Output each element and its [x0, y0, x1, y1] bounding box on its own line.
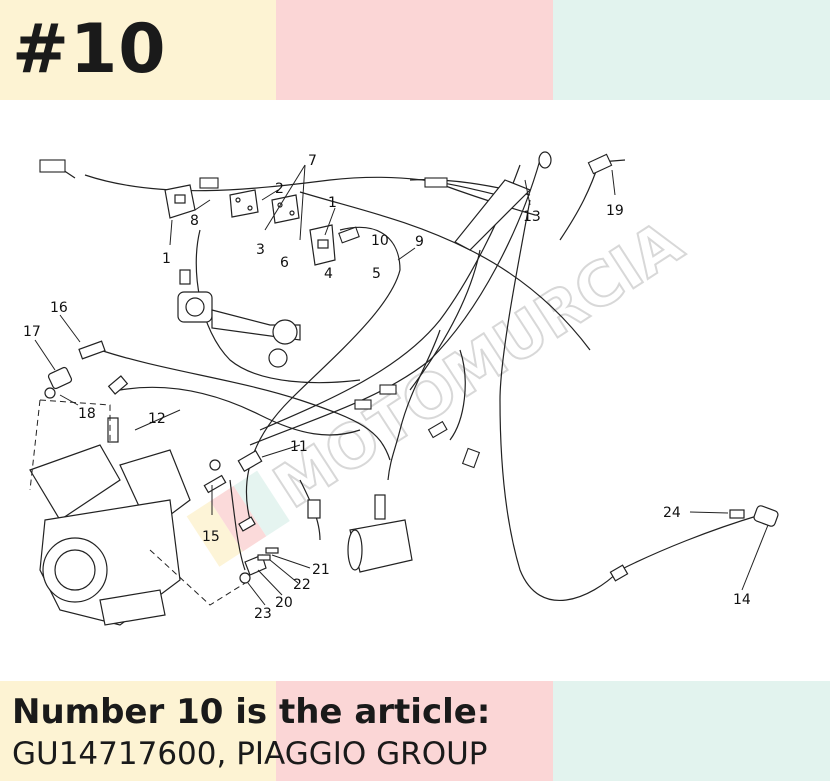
connectors: [39, 153, 613, 469]
ignition-canister: [347, 494, 413, 573]
callout-labels: 7 2 8 1 3 6 1 10 4 5 9 13 19 16 17 18 12…: [23, 153, 751, 622]
callout-4: 4: [324, 266, 333, 282]
footer-color-band: [0, 681, 830, 781]
callout-1a: 1: [162, 251, 171, 267]
harness-sleeve: [454, 151, 552, 251]
wiring-harness: [39, 159, 761, 601]
watermark: MOTOMURCIA: [186, 206, 696, 567]
part-number-title: #10: [12, 10, 167, 89]
caption-article-code: GU14717600, PIAGGIO GROUP: [12, 736, 488, 772]
callout-23: 23: [254, 606, 272, 622]
callout-19: 19: [606, 203, 624, 219]
callout-13: 13: [523, 209, 541, 225]
clamp-hardware: [239, 547, 279, 584]
article-caption: Number 10 is the article: GU14717600, PI…: [12, 690, 490, 774]
callout-11: 11: [290, 439, 308, 455]
callout-17: 17: [23, 324, 41, 340]
ignition-coil-right: [309, 224, 336, 266]
callout-3: 3: [256, 242, 265, 258]
callout-16: 16: [50, 300, 68, 316]
callout-14: 14: [733, 592, 751, 608]
callout-10: 10: [371, 233, 389, 249]
callout-12: 12: [148, 411, 166, 427]
engine-block: [29, 444, 191, 626]
callout-leaders: [34, 164, 769, 606]
caption-heading: Number 10 is the article:: [12, 692, 491, 732]
callout-9: 9: [415, 234, 424, 250]
header-color-band: [0, 0, 830, 100]
callout-5: 5: [372, 266, 381, 282]
callout-8: 8: [190, 213, 199, 229]
callout-6: 6: [280, 255, 289, 271]
mounting-plates: [229, 189, 300, 224]
sensor-assembly-left: [44, 340, 119, 443]
callout-7: 7: [308, 153, 317, 169]
callout-2: 2: [275, 181, 284, 197]
leader-dashes: [29, 399, 251, 606]
callout-22: 22: [293, 577, 311, 593]
callout-18: 18: [78, 406, 96, 422]
callout-15: 15: [202, 529, 220, 545]
callout-24: 24: [663, 505, 681, 521]
callout-1b: 1: [328, 195, 337, 211]
callout-21: 21: [312, 562, 330, 578]
exploded-parts-diagram: MOTOMURCIA: [23, 151, 779, 626]
plug-caps: [107, 375, 321, 532]
speed-sensor: [609, 505, 779, 582]
throttle-body-assembly: [177, 269, 301, 368]
callout-20: 20: [275, 595, 293, 611]
